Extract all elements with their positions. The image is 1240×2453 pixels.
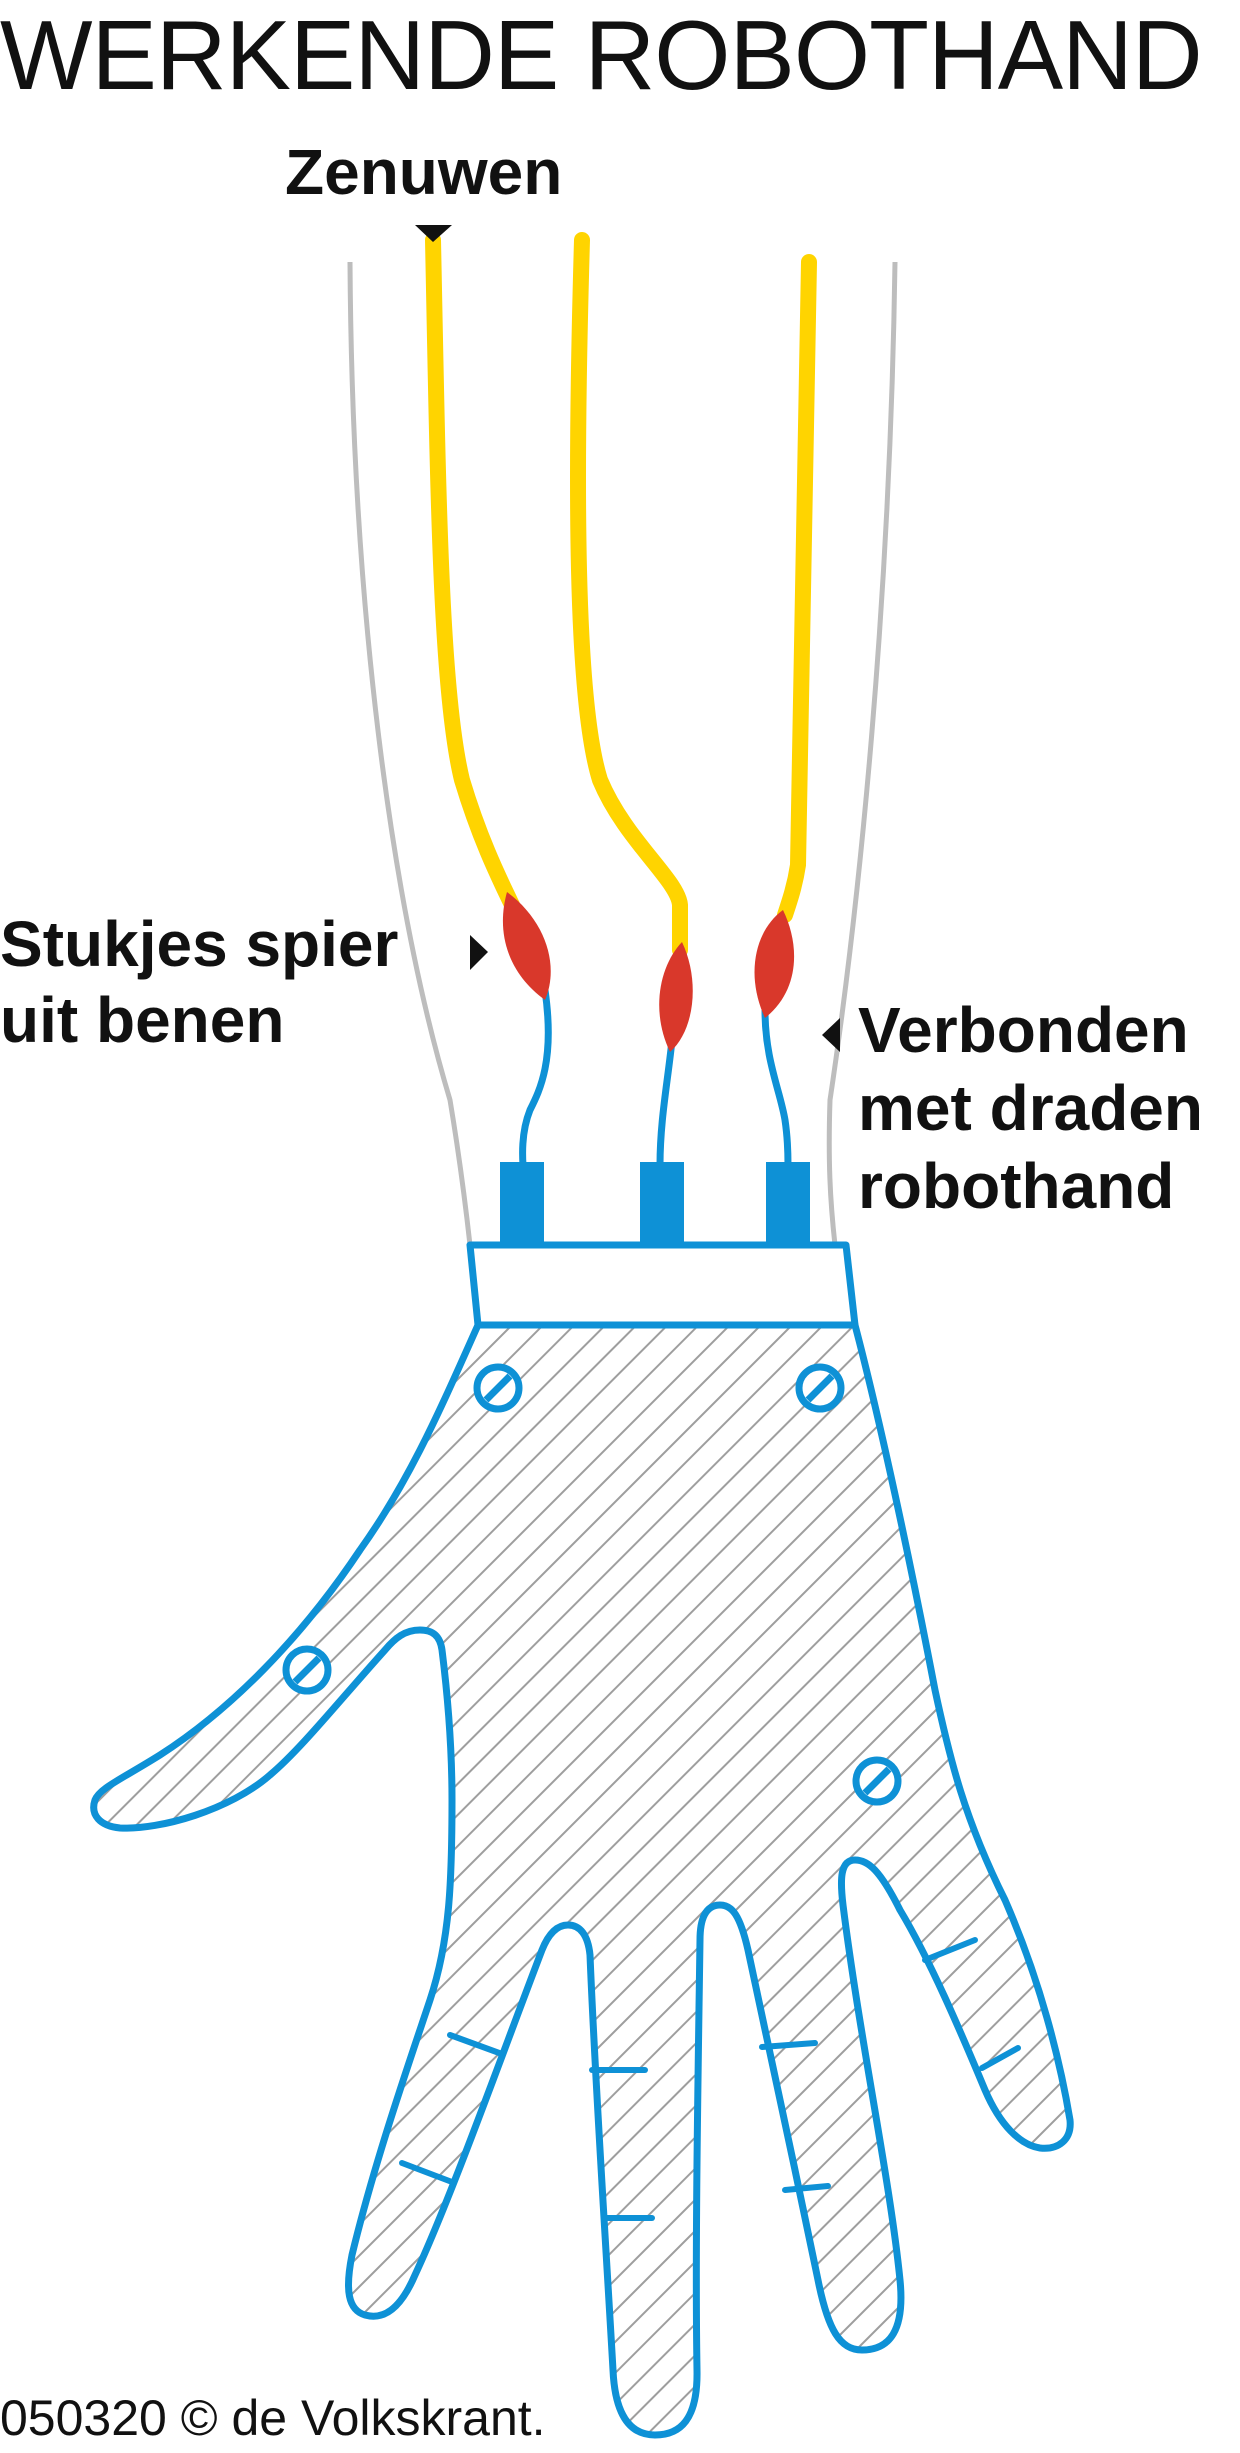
triangle-pointer-icon: [415, 225, 452, 242]
label-muscle-line-2: uit benen: [0, 984, 285, 1056]
forearm-outline-right: [826, 261, 898, 1246]
muscle-piece-right: [754, 910, 795, 1018]
nerve-right: [777, 254, 817, 923]
muscle-piece-left: [502, 892, 551, 1000]
triangle-pointer-icon: [822, 1018, 840, 1052]
forearm-outline-left: [347, 261, 473, 1246]
credit-line: 050320 © de Volkskrant.: [0, 2390, 546, 2446]
finger-joint-marks: [399, 1937, 1021, 2221]
screw-icon: [473, 1363, 523, 1413]
wire-left: [519, 989, 552, 1166]
muscle-piece-middle: [659, 942, 693, 1052]
label-connected-line-2: met draden: [858, 1072, 1203, 1144]
connector-right: [766, 1162, 810, 1250]
label-muscle-line-1: Stukjes spier: [0, 908, 399, 980]
wire-middle: [656, 1039, 676, 1166]
screw-icon: [852, 1756, 902, 1806]
connector-left: [500, 1162, 544, 1250]
connector-middle: [640, 1162, 684, 1250]
wire-right: [761, 1009, 792, 1166]
nerve-middle: [570, 232, 688, 958]
diagram-title: WERKENDE ROBOTHAND: [0, 0, 1203, 110]
label-nerves: Zenuwen: [285, 136, 563, 208]
wrist-band: [466, 1241, 859, 1329]
nerve-left: [425, 232, 520, 913]
triangle-pointer-icon: [470, 935, 488, 970]
screw-icon: [282, 1645, 332, 1695]
label-muscle: Stukjes spier uit benen: [0, 912, 398, 1052]
label-connected-line-3: robothand: [858, 1150, 1175, 1222]
robot-hand: [90, 1321, 1074, 2439]
screw-icon: [795, 1363, 845, 1413]
label-connected-line-1: Verbonden: [858, 994, 1189, 1066]
label-connected: Verbonden met draden robothand: [858, 998, 1203, 1218]
